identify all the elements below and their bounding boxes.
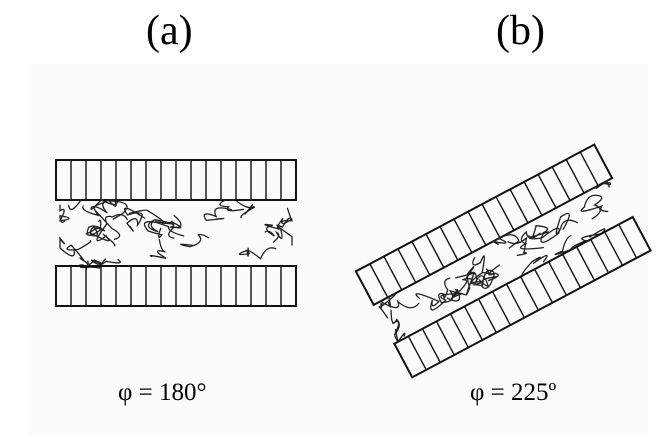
polymer-chain [455,271,476,296]
panel-a-diagram [55,159,297,307]
upper-plate-segment-divider [537,174,557,209]
upper-plate-segment-divider [369,263,389,298]
upper-plate [354,143,614,307]
polymer-chain [59,236,75,257]
upper-plate-segment-divider [425,233,445,268]
polymer-chain [481,268,499,282]
upper-plate-segment-divider [481,203,501,239]
lower-plate-outline [393,215,652,379]
polymer-chain [238,247,277,260]
lower-plate-segment-divider [548,261,568,296]
lower-plate [393,215,652,379]
lower-plate-segment-divider [618,224,638,259]
polymer-chain [86,219,106,237]
upper-plate-segment-divider [383,256,403,291]
polymer-chain [452,277,484,298]
polymer-chain [276,217,293,246]
polymer-chain [264,223,280,237]
lower-plate-segment-divider [519,276,540,311]
lower-plate-segment-divider [590,239,610,274]
panel-b-label: (b) [496,8,545,54]
polymer-chain [87,258,121,265]
upper-plate-segment-divider [523,181,543,216]
panel-b-diagram [354,143,652,379]
polymer-chain [528,224,550,240]
polymer-chain [90,199,129,210]
polymer-chain [520,227,560,250]
polymer-chain [96,213,128,242]
upper-plate-segment-divider [495,196,515,231]
interlayer-chains [378,179,612,344]
polymer-chain [123,207,146,232]
polymer-chain [555,212,579,235]
polymer-chain [93,199,128,220]
top-plate [55,159,297,201]
polymer-chain [587,179,612,192]
polymer-chain [438,277,467,304]
polymer-chain [394,328,406,344]
lower-plate-segment-divider [449,313,469,348]
lower-plate-segment-divider [533,268,554,304]
polymer-chain [128,209,173,224]
polymer-chain [580,194,609,220]
lower-plate-segment-divider [604,231,624,266]
lower-plate-segment-divider [435,321,455,356]
polymer-chain [58,204,70,223]
bottom-plate [55,265,297,307]
polymer-chain [236,200,256,219]
polymer-chain [147,214,182,233]
lower-plate-segment-divider [421,328,441,363]
polymer-chain [180,233,210,248]
polymer-chain [415,292,462,311]
upper-plate-segment-divider [439,226,459,261]
lower-plate-segment-divider [505,283,526,318]
upper-plate-segment-divider [467,211,487,246]
lower-plate-segment-divider [562,253,582,289]
upper-plate-outline [354,143,614,307]
figure-background [28,64,648,436]
polymer-chain [66,240,92,269]
polymer-chain [219,199,245,212]
polymer-chain [62,199,83,211]
polymer-chain [272,207,293,243]
lower-plate-segment-divider [491,291,511,326]
polymer-chain [378,293,396,319]
panel-b-angle-caption: φ = 225º [470,379,557,406]
polymer-chain [507,236,528,257]
lower-plate-segment-divider [463,306,483,341]
polymer-chain [390,309,400,336]
polymer-chain [143,221,185,239]
upper-plate-segment-divider [453,218,473,254]
upper-plate-segment-divider [397,248,417,283]
upper-plate-segment-divider [551,166,571,201]
polymer-chain [203,207,233,221]
upper-plate-segment-divider [579,151,599,186]
panel-a-label: (a) [146,8,193,54]
polymer-chain [521,254,548,277]
upper-plate-segment-divider [565,159,585,194]
polymer-chain [380,299,420,309]
polymer-chain [446,288,463,302]
interlayer-chains [58,199,293,271]
panel-a-angle-caption: φ = 180° [118,379,207,406]
polymer-chain [492,232,520,249]
lower-plate-segment-divider [576,246,596,281]
lower-plate-segment-divider [477,298,497,333]
upper-plate-segment-divider [509,188,529,224]
upper-plate-segment-divider [411,241,431,276]
lower-plate-segment-divider [407,335,427,371]
polymer-chain [149,238,167,259]
